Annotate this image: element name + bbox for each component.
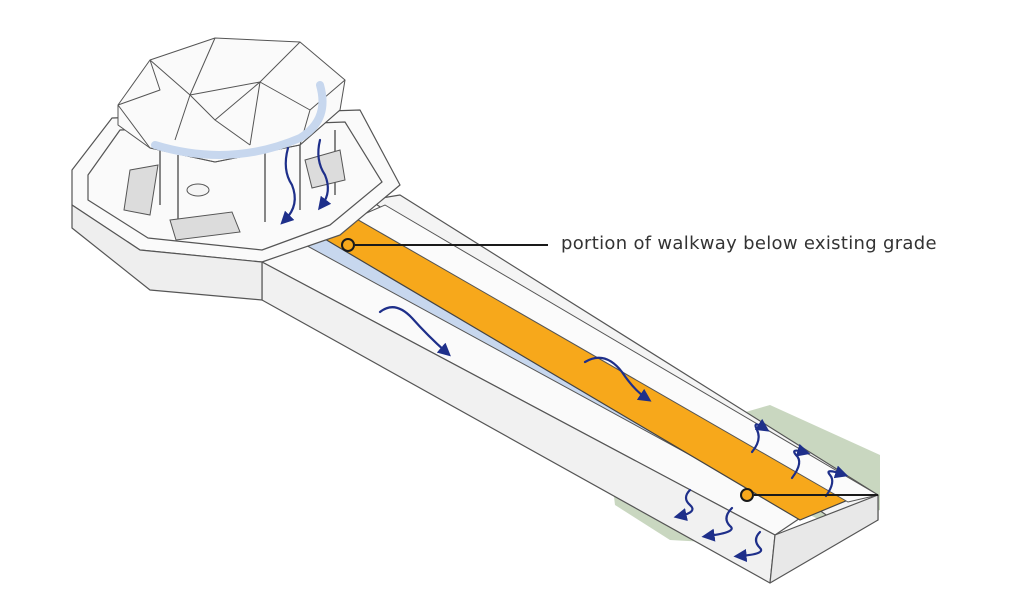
- bench-left: [123, 164, 159, 216]
- benches: [123, 149, 346, 241]
- leader-dot-bottom: [740, 488, 754, 502]
- leader-dot-top: [341, 238, 355, 252]
- flow-arrow-roof-1: [280, 146, 296, 225]
- planter: [186, 183, 210, 197]
- platform-side: [71, 204, 263, 301]
- flow-arrow-grass-up-1: [750, 418, 770, 454]
- ramp-end-face: [769, 494, 879, 584]
- flow-arrow-grass-up-2: [790, 443, 811, 480]
- flow-arrow-channel: [378, 306, 451, 357]
- bench-front: [169, 211, 241, 241]
- walkway-annotation-label: portion of walkway below existing grade: [561, 233, 937, 254]
- flow-arrow-roof-2: [317, 138, 332, 211]
- annotation-leaders: [341, 238, 878, 502]
- flow-arrow-walkway: [583, 356, 652, 402]
- bench-right: [304, 149, 346, 189]
- roof-canopy: [117, 37, 346, 163]
- pavilion-columns: [159, 130, 336, 225]
- flow-arrow-grass-down-1: [673, 488, 694, 522]
- flow-arrow-grass-down-2: [701, 506, 734, 542]
- flow-arrow-grass-down-3: [733, 530, 763, 563]
- flow-arrows: [280, 138, 849, 563]
- flow-arrow-grass-up-3: [824, 465, 849, 498]
- roof-gutter: [151, 81, 327, 159]
